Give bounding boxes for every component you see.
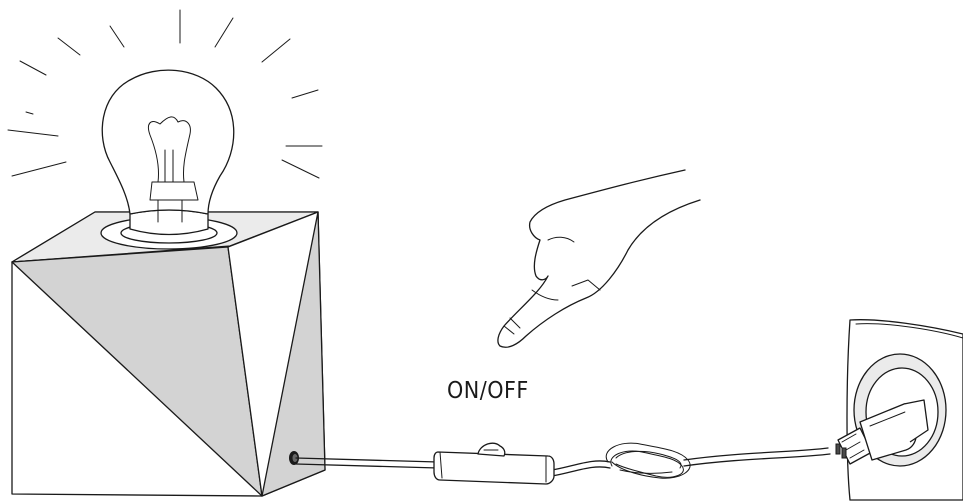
inline-switch [434, 443, 554, 484]
pointing-hand [498, 170, 700, 347]
lamp-base [12, 212, 325, 496]
light-bulb [101, 70, 237, 249]
on-off-label: ON/OFF [447, 378, 529, 404]
power-cable [296, 443, 830, 478]
